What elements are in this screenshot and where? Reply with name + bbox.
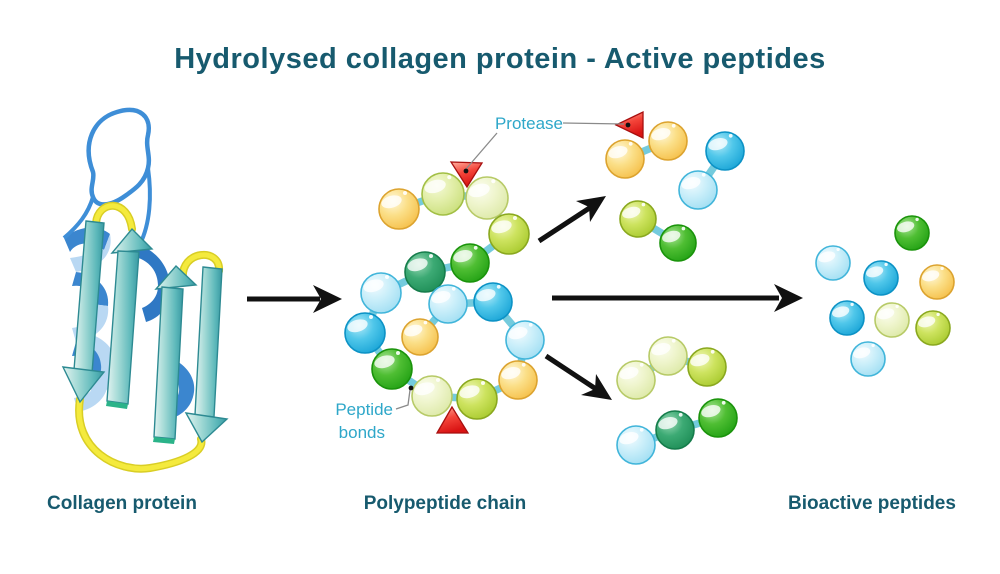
bead-green [371,348,413,390]
bead-palegreen [411,375,453,417]
dipeptide-yellow [605,121,688,179]
protease-leader-right [562,122,625,125]
bead-cyan [473,282,513,322]
bead-lightcyan [428,284,468,324]
dipeptide-cyan [678,131,745,210]
bead-yellow [648,121,688,161]
bead-yellow [378,188,420,230]
collagen-protein-illustration [61,107,229,473]
arrow-to-top-fragments [537,196,606,244]
arrow-to-bottom-fragments [544,353,612,400]
bead-yellowgreen [456,378,498,420]
protease-leader-left [465,132,498,170]
bead-lightcyan [505,320,545,360]
protease-triangle-bottom-icon [435,405,470,434]
arrow-collagen-to-polypeptide [247,285,342,313]
ribbon-strand-link [138,167,152,245]
bead-green [659,224,697,262]
leader-dot [408,385,414,391]
peptide-bond-leader [395,389,411,410]
label-peptide-bonds-line2: bonds [339,423,385,442]
leader-dot [463,168,469,174]
bead-cyan [863,260,899,296]
tripeptide-green [616,336,727,400]
process-arrows [247,196,803,400]
bead-yellowgreen [687,347,727,387]
bead-yellowgreen [488,213,530,255]
bead-lightcyan [360,272,402,314]
bead-seagreen [404,251,446,293]
bead-seagreen [655,410,695,450]
ribbon-top-loop [86,107,152,207]
annotation-leaders [395,122,625,410]
bead-cyan [705,131,745,171]
bead-green [698,398,738,438]
diagram-title: Hydrolysed collagen protein - Active pep… [174,43,826,75]
bead-yellow [605,139,645,179]
label-collagen-protein: Collagen protein [47,493,197,514]
label-peptide-bonds-line1: Peptide [335,400,393,419]
label-polypeptide-chain: Polypeptide chain [364,493,527,514]
dipeptide-green [619,200,697,262]
bead-lightcyan [815,245,851,281]
bead-palegreen [648,336,688,376]
bead-yellow [498,360,538,400]
protease-triangle-top-icon [449,161,484,189]
bead-green [450,243,490,283]
bead-cyan [829,300,865,336]
label-protease: Protease [495,114,563,133]
peptide-beads-layer [344,121,955,465]
leader-dot [625,122,631,128]
tripeptide-mixed [616,398,738,465]
bead-palegreen [616,360,656,400]
bead-lightcyan [850,341,886,377]
bead-yellow [401,318,439,356]
label-bioactive-peptides: Bioactive peptides [788,493,956,514]
bead-palegreen [874,302,910,338]
bead-yellowgreen [619,200,657,238]
beta-strands [61,220,229,444]
bead-green [894,215,930,251]
bead-yellowgreen [915,310,951,346]
annotation-dots [408,122,631,391]
bead-lightcyan [678,170,718,210]
yellow-turn-loops [75,201,223,473]
arrow-to-bioactive-peptides [552,284,803,312]
bead-yellow [919,264,955,300]
bead-lightgreen [421,172,465,216]
bead-lightcyan [616,425,656,465]
bead-cyan [344,312,386,354]
bead-palegreen [465,176,509,220]
polypeptide-chain [344,172,545,420]
